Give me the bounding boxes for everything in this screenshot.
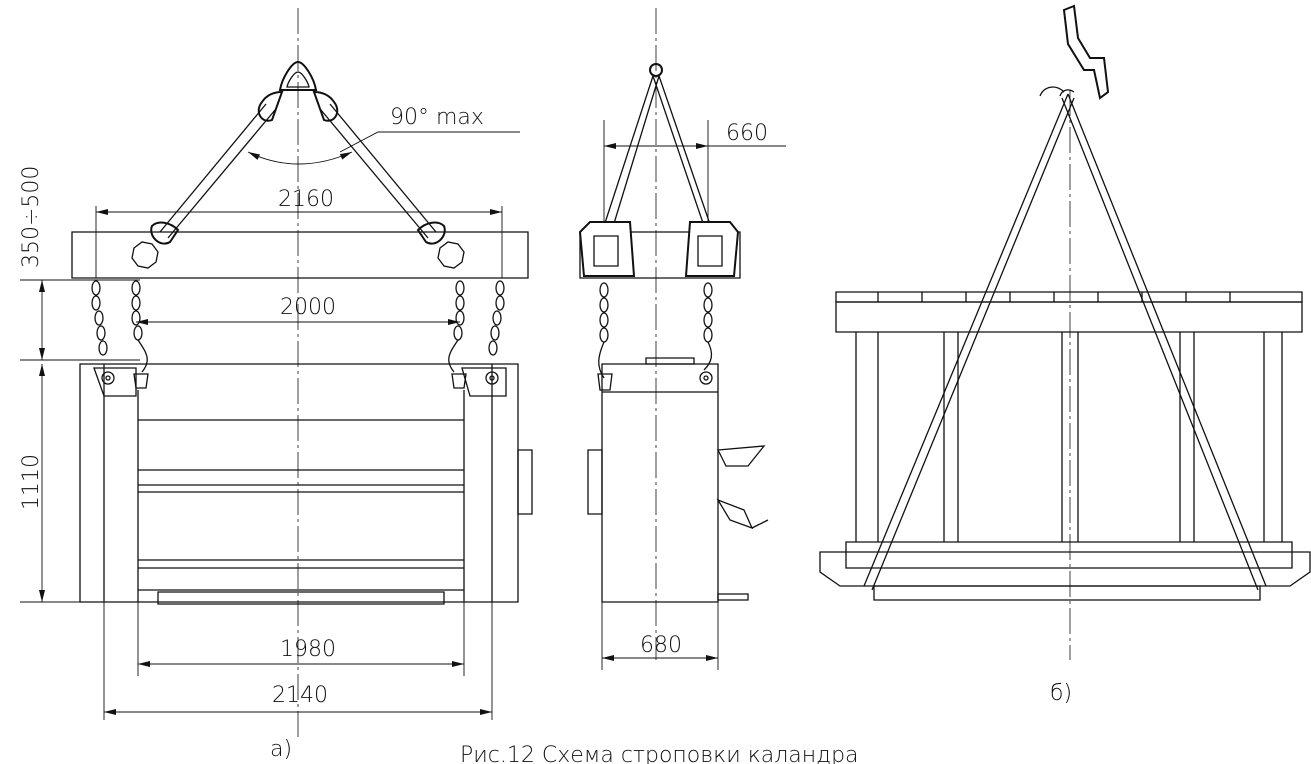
- side-width-label: 660: [726, 121, 768, 146]
- hook-shackle: [280, 62, 316, 90]
- crane-hook: [1064, 6, 1108, 98]
- sling-height-label: 350÷500: [19, 166, 44, 268]
- view-b-label: б): [1050, 681, 1072, 706]
- side-view: 660 680: [580, 8, 786, 670]
- calender-body: [80, 364, 532, 604]
- inner-width-label: 2000: [280, 295, 336, 320]
- spreader-beam: [72, 232, 528, 278]
- chains-left: [91, 280, 147, 372]
- roll-width-label: 1980: [280, 637, 336, 662]
- top-width-label: 2160: [278, 187, 334, 212]
- overall-width-label: 2140: [272, 683, 328, 708]
- angle-label: 90° max: [390, 105, 484, 130]
- body-height-label: 1110: [19, 454, 44, 510]
- front-view: 90° max 2160 350÷500: [19, 8, 532, 762]
- side-depth-label: 680: [640, 633, 682, 658]
- view-a-label: а): [270, 737, 292, 762]
- figure-caption: Рис.12 Схема строповки каландра: [460, 743, 859, 764]
- chains-right: [449, 280, 505, 372]
- crane-view: б): [820, 6, 1310, 706]
